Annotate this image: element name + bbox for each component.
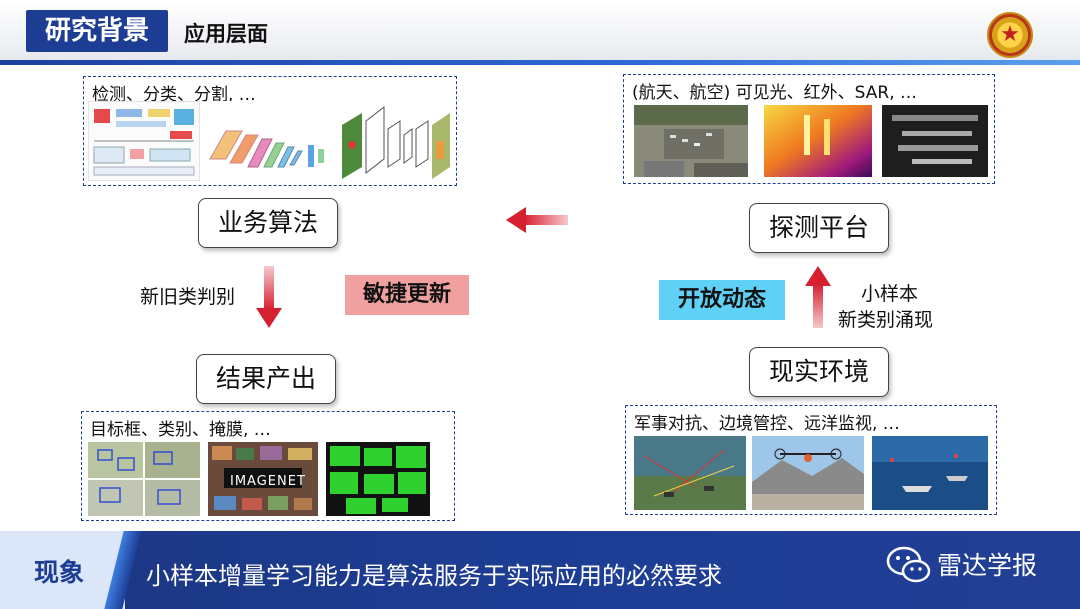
result-output-box: 结果产出 (196, 354, 336, 404)
panel-label: 检测、分类、分割, … (92, 85, 256, 105)
header-divider (0, 60, 1080, 65)
footer-tab (0, 531, 125, 609)
emerging-class-caption-line2: 新类别涌现 (838, 309, 934, 331)
panel-label: (航天、航空) 可见光、红外、SAR, … (632, 83, 918, 103)
detection-results-thumbnail (88, 442, 200, 516)
border-drone-thumbnail (752, 436, 864, 510)
sar-image-thumbnail (882, 105, 988, 177)
imagenet-label: IMAGENET (230, 474, 306, 489)
algorithm-examples-panel: 检测、分类、分割, … (83, 76, 457, 186)
agile-update-label: 敏捷更新 (345, 275, 469, 315)
wechat-icon (886, 546, 931, 583)
panel-label: 军事对抗、边境管控、远洋监视, … (634, 414, 900, 434)
emerging-class-caption-line1: 小样本 (861, 283, 919, 305)
segmentation-network-thumbnail (340, 101, 452, 181)
business-algorithm-box: 业务算法 (198, 198, 338, 248)
conclusion-statement: 小样本增量学习能力是算法服务于实际应用的必然要求 (146, 562, 722, 590)
segmentation-masks-thumbnail (326, 442, 430, 516)
classification-network-thumbnail (206, 101, 334, 181)
journal-name: 雷达学报 (937, 551, 1038, 580)
visible-light-image-thumbnail (634, 105, 748, 177)
down-arrow-icon (256, 266, 282, 328)
university-emblem-icon: ★ (987, 12, 1033, 58)
detection-platform-box: 探测平台 (749, 203, 889, 253)
up-arrow-icon (805, 266, 831, 328)
real-environment-box: 现实环境 (749, 347, 889, 397)
star-icon: ★ (1000, 22, 1020, 47)
left-arrow-icon (506, 207, 568, 233)
open-dynamic-label: 开放动态 (659, 280, 785, 320)
scenario-examples-panel: 军事对抗、边境管控、远洋监视, … (625, 405, 997, 515)
ocean-surveillance-thumbnail (872, 436, 988, 510)
imagenet-mosaic-thumbnail (208, 442, 318, 516)
infrared-image-thumbnail (764, 105, 872, 177)
military-battlefield-thumbnail (634, 436, 746, 510)
result-examples-panel: 目标框、类别、掩膜, … IMAGENET (81, 411, 455, 521)
page-title: 研究背景 (26, 10, 168, 52)
footer-bar (0, 531, 1080, 609)
page-subtitle: 应用层面 (184, 22, 268, 46)
new-old-class-caption: 新旧类判别 (140, 286, 236, 308)
panel-label: 目标框、类别、掩膜, … (90, 420, 271, 440)
header-bar (0, 0, 1080, 64)
detection-diagram-thumbnail (88, 101, 200, 181)
sensor-examples-panel: (航天、航空) 可见光、红外、SAR, … (623, 74, 995, 184)
phenomenon-label: 现象 (34, 558, 85, 587)
